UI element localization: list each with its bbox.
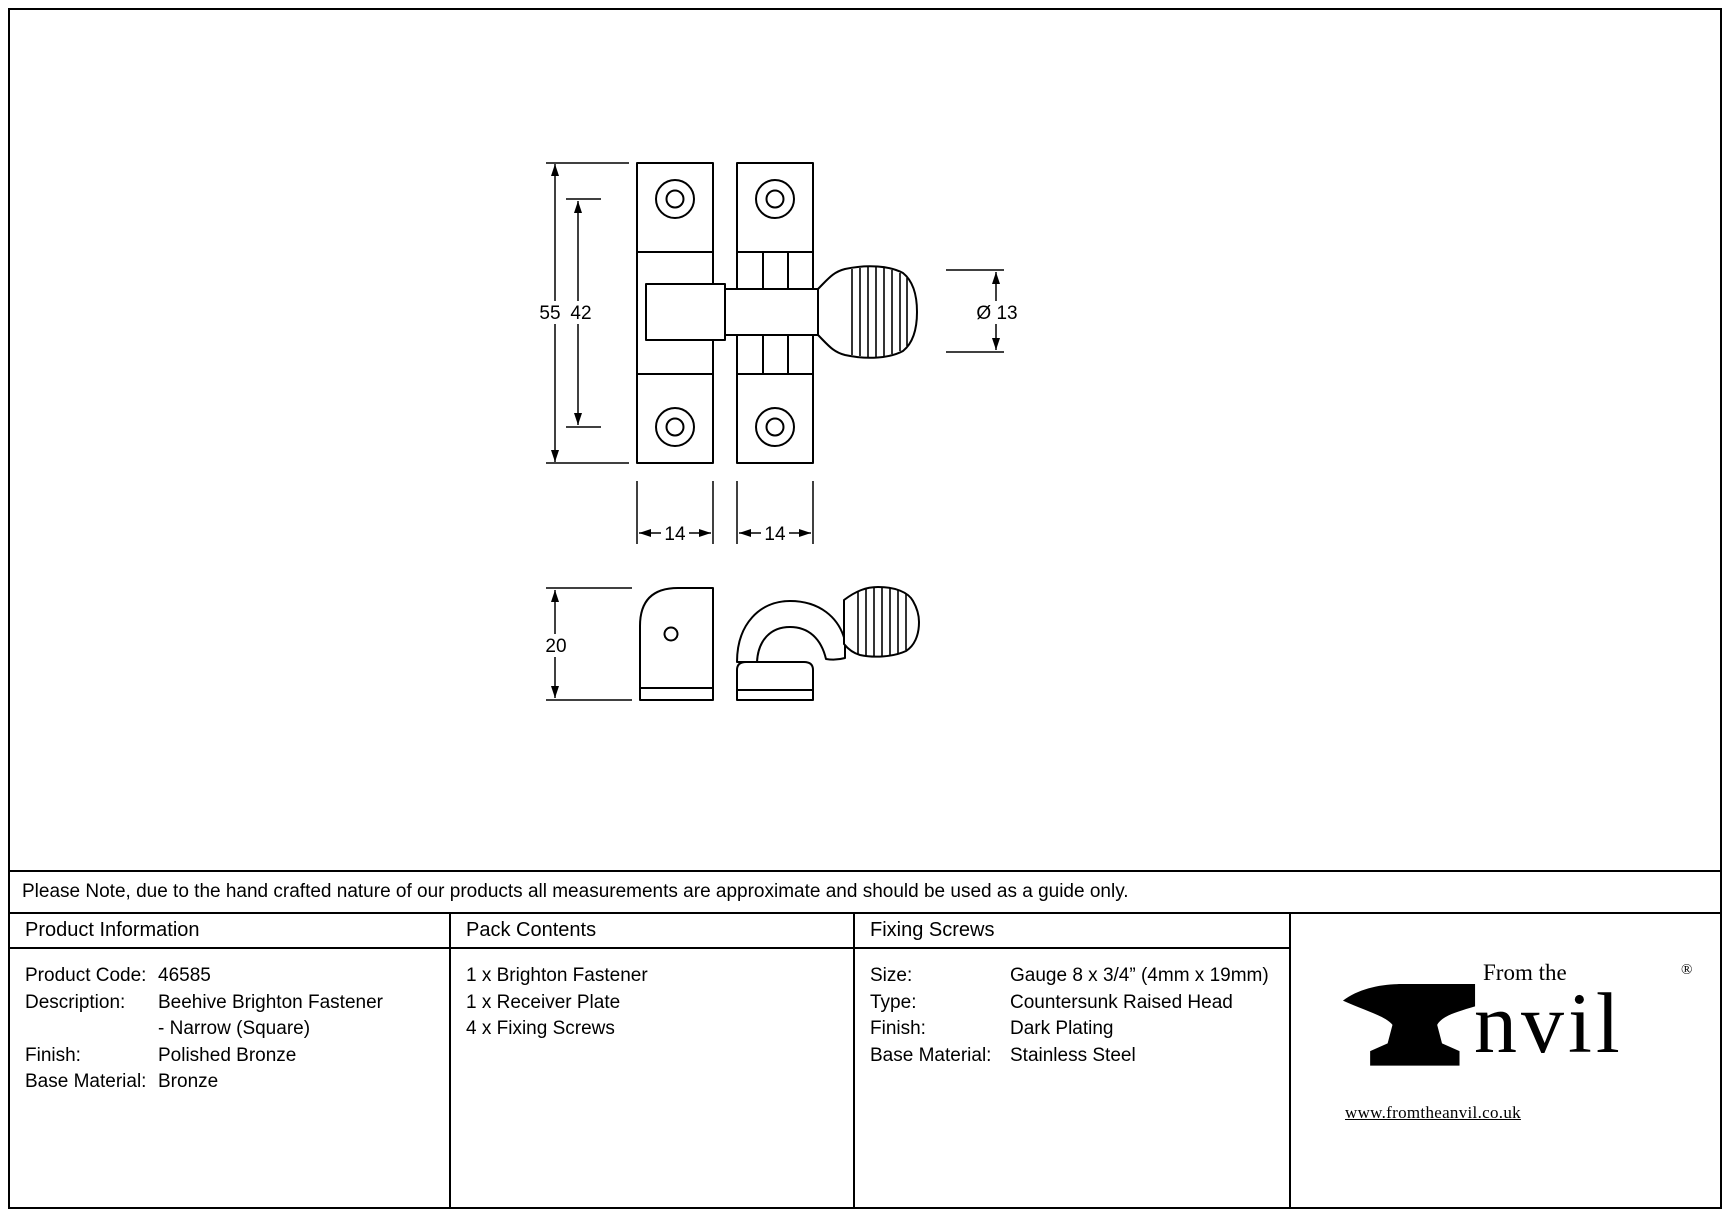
table-row: Description: Beehive Brighton Fastener [25, 990, 443, 1017]
pack-contents-header: Pack Contents [451, 914, 853, 949]
technical-drawing: 55 42 Ø 13 14 14 20 [536, 162, 1022, 701]
fastener-base-plate [736, 661, 814, 701]
row-label: Description: [25, 991, 126, 1013]
row-value: Polished Bronze [158, 1044, 297, 1066]
side-view [639, 586, 920, 701]
website-url: www.fromtheanvil.co.uk [1345, 1103, 1521, 1122]
table-row: Size: Gauge 8 x 3/4” (4mm x 19mm) [870, 963, 1283, 990]
pack-item: 4 x Fixing Screws [466, 1018, 615, 1039]
row-value: Countersunk Raised Head [1010, 991, 1233, 1013]
row-value: Bronze [158, 1071, 219, 1092]
brand-tagline: From the [1483, 960, 1567, 985]
row-value: Gauge 8 x 3/4” (4mm x 19mm) [1010, 965, 1269, 986]
pack-item: 1 x Brighton Fastener [466, 965, 648, 986]
table-row: - Narrow (Square) [25, 1016, 443, 1043]
row-label: Finish: [870, 1018, 926, 1039]
note-text: Please Note, due to the hand crafted nat… [22, 881, 1129, 902]
product-information-header: Product Information [10, 914, 449, 949]
brand-logo-cell: From the nvil ® www.fromtheanvil.co.uk [1291, 914, 1720, 1207]
dim-label-20: 20 [545, 636, 566, 657]
table-row: Type: Countersunk Raised Head [870, 990, 1283, 1017]
info-table: Product Information Product Code: 46585 … [10, 912, 1720, 1207]
table-row: Finish: Dark Plating [870, 1016, 1283, 1043]
pack-contents-section: Pack Contents 1 x Brighton Fastener 1 x … [451, 914, 855, 1207]
dim-label-dia-13: Ø 13 [976, 303, 1017, 324]
row-label: Base Material: [870, 1044, 992, 1066]
row-value: Beehive Brighton Fastener [158, 991, 383, 1013]
anvil-icon [1342, 984, 1476, 1066]
product-information-section: Product Information Product Code: 46585 … [10, 914, 451, 1207]
row-value: - Narrow (Square) [158, 1018, 311, 1039]
dim-label-14-left: 14 [664, 524, 686, 545]
dim-label-55: 55 [539, 303, 560, 324]
screw-hole-icon [655, 179, 795, 447]
page-frame: 55 42 Ø 13 14 14 20 Please Note, due to … [8, 8, 1722, 1209]
row-value: 46585 [158, 965, 211, 986]
table-row: Base Material: Bronze [25, 1069, 443, 1096]
brand-logo: From the nvil ® www.fromtheanvil.co.uk [1341, 960, 1707, 1170]
row-value: Dark Plating [1010, 1018, 1114, 1039]
front-view [636, 162, 918, 464]
table-row: Product Code: 46585 [25, 963, 443, 990]
receiver-plate [639, 587, 714, 701]
row-label: Base Material: [25, 1071, 147, 1092]
brand-name: nvil [1474, 975, 1624, 1071]
row-value: Stainless Steel [1010, 1044, 1136, 1066]
registered-mark: ® [1681, 962, 1693, 978]
fastener-hood [736, 600, 846, 663]
table-row: Base Material: Stainless Steel [870, 1043, 1283, 1070]
row-label: Product Code: [25, 965, 147, 986]
row-label: Size: [870, 965, 913, 986]
fixing-screws-header: Fixing Screws [855, 914, 1289, 949]
row-label: Finish: [25, 1044, 81, 1066]
row-label [25, 1016, 158, 1043]
table-row: Finish: Polished Bronze [25, 1043, 443, 1070]
dim-label-42: 42 [570, 303, 591, 324]
pack-item: 1 x Receiver Plate [466, 991, 621, 1013]
dim-label-14-right: 14 [764, 524, 786, 545]
note-bar: Please Note, due to the hand crafted nat… [10, 870, 1720, 912]
fixing-screws-section: Fixing Screws Size: Gauge 8 x 3/4” (4mm … [855, 914, 1291, 1207]
row-label: Type: [870, 991, 917, 1013]
